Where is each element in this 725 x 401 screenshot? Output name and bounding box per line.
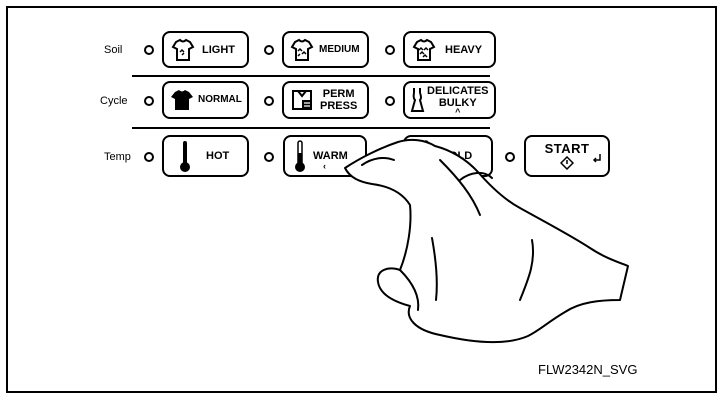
thermometer-icon bbox=[295, 140, 305, 172]
start-indicator bbox=[505, 152, 515, 162]
soil-row-label: Soil bbox=[104, 44, 123, 56]
temp-row-label: Temp bbox=[104, 151, 131, 163]
soil-light-button[interactable]: LIGHT bbox=[162, 31, 249, 68]
cycle-normal-button[interactable]: NORMAL bbox=[162, 81, 249, 119]
shirt-light-icon bbox=[171, 38, 195, 61]
bulky-label: BULKY bbox=[438, 96, 477, 109]
diagram-frame bbox=[6, 6, 717, 393]
start-icon bbox=[560, 155, 574, 170]
temp-warm-label: WARM bbox=[313, 150, 348, 162]
press-label: PRESS bbox=[320, 100, 358, 112]
delicates-label: DELICATES bbox=[427, 84, 489, 97]
caret-left-icon: ‹ bbox=[323, 161, 326, 171]
cycle-normal-label: NORMAL bbox=[198, 94, 242, 105]
soil-heavy-button[interactable]: HEAVY bbox=[403, 31, 496, 68]
perm-label: PERM bbox=[322, 88, 355, 100]
soil-heavy-label: HEAVY bbox=[445, 43, 483, 56]
start-button[interactable]: START bbox=[524, 135, 610, 177]
cycle-perm-press-button[interactable]: PERM PRESS bbox=[282, 81, 369, 119]
soil-medium-indicator bbox=[264, 45, 274, 55]
soil-medium-button[interactable]: MEDIUM bbox=[282, 31, 369, 68]
cycle-perm-press-indicator bbox=[264, 96, 274, 106]
caret-up-icon: ^ bbox=[455, 106, 461, 117]
cycle-row-label: Cycle bbox=[100, 95, 128, 107]
cycle-normal-indicator bbox=[144, 96, 154, 106]
shirt-heavy-icon bbox=[412, 38, 436, 61]
start-label: START bbox=[544, 140, 590, 156]
soil-light-indicator bbox=[144, 45, 154, 55]
delicates-icon bbox=[410, 88, 425, 112]
temp-hot-label: HOT bbox=[206, 150, 230, 162]
soil-light-label: LIGHT bbox=[202, 43, 235, 56]
temp-hot-button[interactable]: HOT bbox=[162, 135, 249, 177]
cycle-delicates-bulky-label: DELICATES BULKY ^ bbox=[427, 84, 489, 117]
tshirt-icon bbox=[171, 90, 193, 110]
soil-cycle-divider bbox=[132, 75, 490, 77]
figure-caption: FLW2342N_SVG bbox=[538, 362, 638, 377]
shirt-medium-icon bbox=[290, 38, 314, 61]
temp-warm-indicator bbox=[264, 152, 274, 162]
temp-hot-indicator bbox=[144, 152, 154, 162]
enter-arrow-icon bbox=[592, 154, 601, 163]
cycle-delicates-bulky-button[interactable]: DELICATES BULKY ^ bbox=[403, 81, 496, 119]
cycle-perm-press-label: PERM PRESS bbox=[320, 88, 357, 112]
cycle-delicates-indicator bbox=[385, 96, 395, 106]
thermometer-icon bbox=[180, 141, 190, 172]
soil-heavy-indicator bbox=[385, 45, 395, 55]
cycle-temp-divider bbox=[132, 127, 490, 129]
soil-medium-label: MEDIUM bbox=[319, 43, 360, 55]
perm-press-icon bbox=[292, 90, 312, 110]
